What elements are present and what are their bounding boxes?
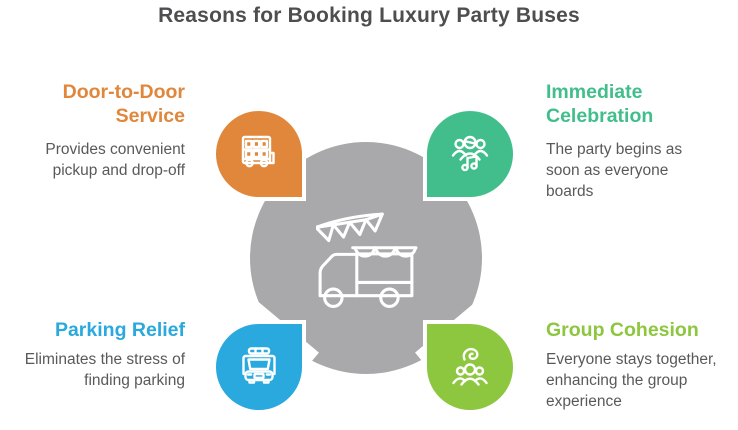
item-title-immediate-celebration: Immediate Celebration [546,81,654,127]
item-title-door-to-door-service: Door-to-Door Service [62,81,185,127]
double-decker-bus-icon [241,135,275,168]
party-bus-with-bunting-icon [314,212,418,308]
bubble-door-to-door-service [212,107,306,201]
item-description-door-to-door-service: Provides convenient pickup and drop-off [45,141,185,179]
bubble-parking-relief [212,320,306,414]
people-music-note-icon [451,135,489,172]
item-title-parking-relief: Parking Relief [54,319,185,341]
item-title-group-cohesion: Group Cohesion [546,319,699,341]
bubble-group-cohesion [423,320,517,414]
item-description-parking-relief: Eliminates the stress of finding parking [24,351,185,389]
bus-front-icon [242,347,276,384]
item-description-group-cohesion: Everyone stays together, enhancing the g… [546,351,717,410]
page-title: Reasons for Booking Luxury Party Buses [158,4,580,27]
bubble-immediate-celebration [423,107,517,201]
item-description-immediate-celebration: The party begins as soon as everyone boa… [546,141,683,200]
people-group-swirl-icon [452,347,488,386]
